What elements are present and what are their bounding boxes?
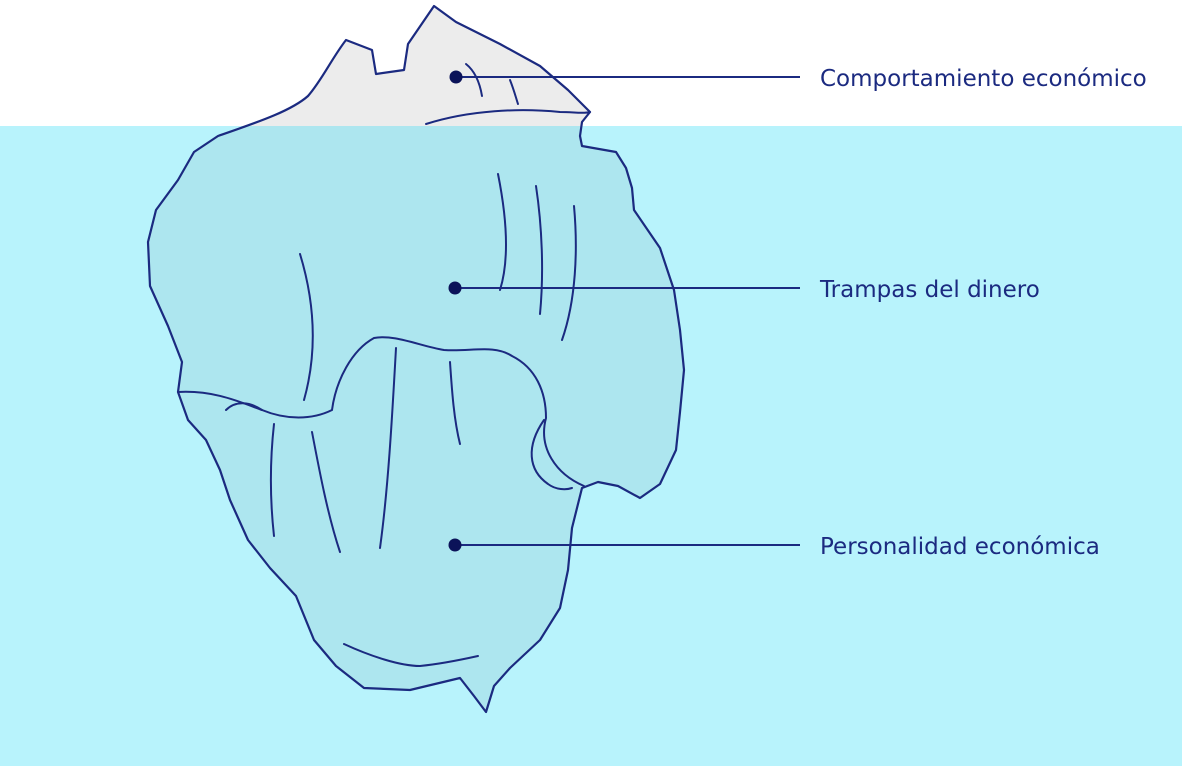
label-comportamiento-economico: Comportamiento económico [820, 66, 1147, 92]
marker-bottom [449, 539, 462, 552]
label-trampas-del-dinero: Trampas del dinero [819, 277, 1040, 303]
marker-middle [449, 282, 462, 295]
label-personalidad-economica: Personalidad económica [820, 534, 1100, 560]
marker-top [450, 71, 463, 84]
